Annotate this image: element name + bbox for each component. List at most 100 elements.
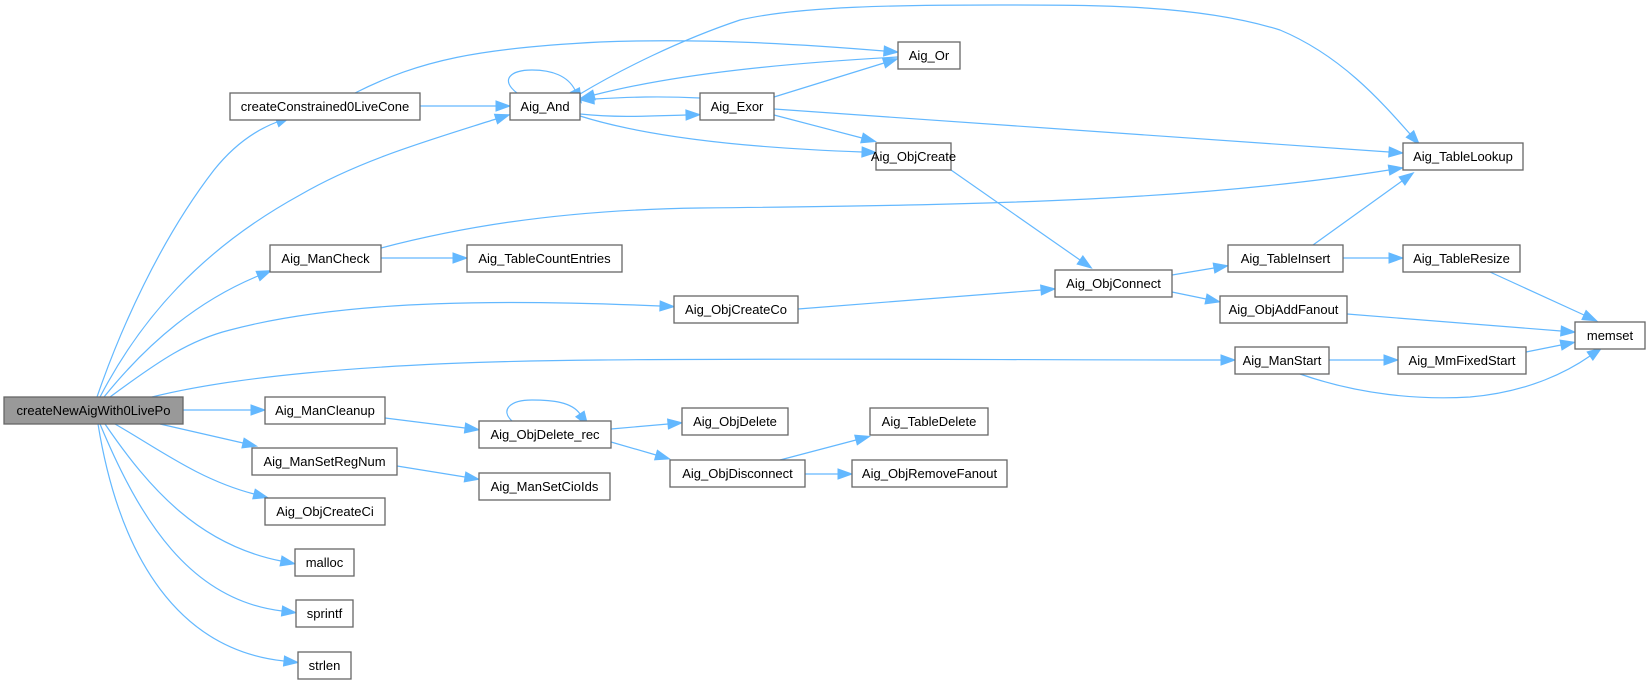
edge-manstart-to-mmfixed bbox=[1329, 354, 1400, 366]
node-addfanout[interactable]: Aig_ObjAddFanout bbox=[1219, 295, 1348, 324]
node-box[interactable] bbox=[478, 420, 612, 449]
edge-line bbox=[1346, 313, 1562, 332]
node-tinsert[interactable]: Aig_TableInsert bbox=[1227, 244, 1344, 273]
node-box[interactable] bbox=[673, 295, 799, 324]
node-box[interactable] bbox=[509, 92, 581, 121]
node-box[interactable] bbox=[1219, 295, 1348, 324]
node-tresize[interactable]: Aig_TableResize bbox=[1402, 244, 1521, 273]
node-box[interactable] bbox=[229, 92, 421, 121]
node-and[interactable]: Aig_And bbox=[509, 92, 581, 121]
node-label: Aig_ObjCreate bbox=[871, 149, 956, 164]
node-box[interactable] bbox=[1574, 321, 1646, 350]
arrowhead-icon bbox=[1220, 354, 1237, 366]
edge-cleanup-to-delrec bbox=[384, 417, 481, 434]
node-tdelete[interactable]: Aig_TableDelete bbox=[869, 407, 989, 436]
node-disconnect[interactable]: Aig_ObjDisconnect bbox=[669, 459, 806, 488]
edge-line bbox=[99, 423, 283, 612]
node-tlookup[interactable]: Aig_TableLookup bbox=[1402, 142, 1524, 171]
node-label: Aig_ObjConnect bbox=[1066, 276, 1161, 291]
arrowhead-icon bbox=[667, 418, 684, 430]
node-objdelete[interactable]: Aig_ObjDelete bbox=[681, 407, 789, 436]
edge-disconnect-to-rmfanout bbox=[805, 468, 854, 480]
edge-exor-to-tlookup bbox=[773, 108, 1405, 158]
edge-line bbox=[384, 417, 466, 429]
edge-and-to-objcreate bbox=[579, 115, 878, 158]
node-createco[interactable]: Aig_ObjCreateCo bbox=[673, 295, 799, 324]
node-sprintf[interactable]: sprintf bbox=[295, 599, 354, 628]
node-box[interactable] bbox=[466, 244, 623, 273]
node-strlen[interactable]: strlen bbox=[297, 651, 352, 680]
node-cc[interactable]: createConstrained0LiveCone bbox=[229, 92, 421, 121]
node-box[interactable] bbox=[699, 92, 775, 121]
node-label: Aig_ManCleanup bbox=[275, 403, 375, 418]
edge-line bbox=[99, 118, 497, 398]
node-mancheck[interactable]: Aig_ManCheck bbox=[269, 244, 382, 273]
node-tcount[interactable]: Aig_TableCountEntries bbox=[466, 244, 623, 273]
arrowhead-icon bbox=[1040, 284, 1057, 296]
arrowhead-icon bbox=[1387, 164, 1405, 176]
edge-line bbox=[579, 4, 1411, 135]
node-box[interactable] bbox=[681, 407, 789, 436]
node-box[interactable] bbox=[1227, 244, 1344, 273]
node-box[interactable] bbox=[264, 396, 386, 425]
node-box[interactable] bbox=[669, 459, 806, 488]
node-box[interactable] bbox=[1234, 346, 1330, 375]
node-box[interactable] bbox=[1054, 269, 1173, 298]
node-root[interactable]: createNewAigWith0LivePo bbox=[3, 396, 184, 425]
edge-root-to-cleanup bbox=[183, 404, 267, 416]
node-or[interactable]: Aig_Or bbox=[897, 41, 961, 70]
node-createci[interactable]: Aig_ObjCreateCi bbox=[264, 497, 386, 526]
node-box[interactable] bbox=[294, 548, 355, 577]
node-delrec[interactable]: Aig_ObjDelete_rec bbox=[478, 420, 612, 449]
node-box[interactable] bbox=[897, 41, 961, 70]
node-box[interactable] bbox=[851, 459, 1008, 488]
node-exor[interactable]: Aig_Exor bbox=[699, 92, 775, 121]
edge-root-to-sprintf bbox=[99, 423, 298, 617]
edge-delrec-to-objdelete bbox=[610, 418, 684, 430]
node-box[interactable] bbox=[3, 396, 184, 425]
arrowhead-icon bbox=[282, 655, 300, 667]
edge-line bbox=[1525, 344, 1562, 353]
arrowhead-icon bbox=[1212, 262, 1230, 274]
arrowhead-icon bbox=[1388, 146, 1405, 158]
node-box[interactable] bbox=[1397, 346, 1527, 375]
node-box[interactable] bbox=[297, 651, 352, 680]
node-setregnum[interactable]: Aig_ManSetRegNum bbox=[251, 447, 398, 476]
node-label: strlen bbox=[309, 658, 341, 673]
node-box[interactable] bbox=[269, 244, 382, 273]
node-box[interactable] bbox=[264, 497, 386, 526]
node-box[interactable] bbox=[1402, 142, 1524, 171]
node-box[interactable] bbox=[295, 599, 354, 628]
node-box[interactable] bbox=[478, 472, 611, 501]
edge-objconnect-to-addfanout bbox=[1171, 291, 1222, 305]
node-label: sprintf bbox=[307, 606, 343, 621]
edge-line bbox=[773, 114, 863, 139]
node-label: createNewAigWith0LivePo bbox=[17, 403, 171, 418]
node-label: Aig_ManCheck bbox=[281, 251, 370, 266]
edge-root-to-manstart bbox=[151, 354, 1237, 398]
edge-root-to-setregnum bbox=[159, 423, 259, 449]
edge-line bbox=[96, 121, 278, 398]
node-memset[interactable]: memset bbox=[1574, 321, 1646, 350]
edge-line bbox=[380, 169, 1390, 249]
node-box[interactable] bbox=[875, 142, 952, 171]
node-label: Aig_ObjDelete bbox=[693, 414, 777, 429]
node-objconnect[interactable]: Aig_ObjConnect bbox=[1054, 269, 1173, 298]
node-label: Aig_TableCountEntries bbox=[478, 251, 611, 266]
node-box[interactable] bbox=[869, 407, 989, 436]
node-objcreate[interactable]: Aig_ObjCreate bbox=[871, 142, 956, 171]
node-setcioids[interactable]: Aig_ManSetCioIds bbox=[478, 472, 611, 501]
node-cleanup[interactable]: Aig_ManCleanup bbox=[264, 396, 386, 425]
node-box[interactable] bbox=[1402, 244, 1521, 273]
node-manstart[interactable]: Aig_ManStart bbox=[1234, 346, 1330, 375]
node-mmfixed[interactable]: Aig_MmFixedStart bbox=[1397, 346, 1527, 375]
node-rmfanout[interactable]: Aig_ObjRemoveFanout bbox=[851, 459, 1008, 488]
node-box[interactable] bbox=[251, 447, 398, 476]
arrowhead-icon bbox=[250, 404, 267, 416]
node-label: Aig_ManSetCioIds bbox=[491, 479, 599, 494]
node-malloc[interactable]: malloc bbox=[294, 548, 355, 577]
arrowhead-icon bbox=[463, 422, 481, 434]
arrowhead-icon bbox=[1398, 171, 1415, 186]
nodes-layer: createNewAigWith0LivePo createConstrained… bbox=[3, 41, 1646, 680]
edge-line bbox=[610, 441, 657, 456]
